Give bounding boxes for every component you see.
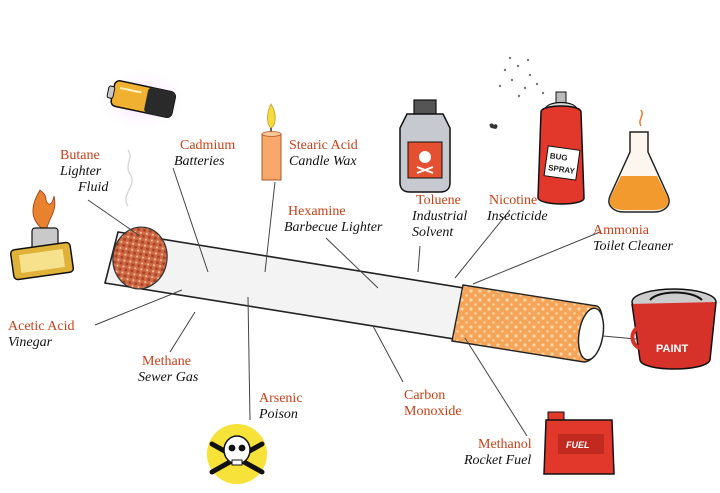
battery-icon [97, 68, 189, 132]
fly-icon [489, 123, 498, 129]
label-methane-use: Sewer Gas [138, 370, 199, 385]
label-methanol-use: Rocket Fuel [464, 453, 532, 468]
leader-toluene [417, 245, 421, 273]
label-toluene: Toluene Industrial Solvent [412, 193, 467, 241]
cigarette [104, 149, 605, 363]
cigarette-ash-tip [112, 226, 168, 290]
spray-mist [498, 56, 545, 98]
solvent-bottle-icon [399, 99, 451, 193]
skull-small-icon [416, 151, 434, 174]
label-stearic-chemical: Stearic Acid [289, 138, 358, 153]
lighter-icon [9, 189, 75, 281]
leader-arsenic [247, 296, 251, 421]
label-ammonia: Ammonia Toilet Cleaner [593, 223, 673, 255]
label-ammonia-use: Toilet Cleaner [593, 239, 673, 254]
leader-hexamine [325, 237, 379, 289]
label-toluene-chemical: Toluene [416, 193, 461, 208]
leader-methanol [464, 337, 528, 437]
label-cadmium: Cadmium Batteries [174, 138, 235, 170]
label-ammonia-chemical: Ammonia [593, 223, 649, 238]
label-hexamine-use: Barbecue Lighter [284, 220, 383, 235]
leader-stearic [264, 181, 276, 273]
paint-can-label: PAINT [656, 343, 688, 355]
label-butane-use-2: Fluid [78, 180, 109, 195]
leader-butane [87, 199, 141, 237]
label-nicotine: Nicotine Insecticide [487, 193, 548, 225]
label-carbon-monoxide: Carbon Monoxide [404, 388, 462, 420]
label-arsenic-use: Poison [259, 407, 298, 422]
label-acetic-acid: Acetic Acid Vinegar [8, 319, 74, 351]
label-cadmium-use: Batteries [174, 154, 225, 169]
fuel-can-icon: FUEL [543, 411, 615, 475]
fuel-can-label: FUEL [566, 440, 590, 450]
label-methane-chemical: Methane [142, 354, 191, 369]
candle-icon [261, 103, 282, 181]
leader-methane [169, 311, 196, 353]
label-hexamine-chemical: Hexamine [288, 204, 346, 219]
label-toluene-use-1: Industrial [412, 209, 468, 224]
leader-ammonia [472, 231, 601, 285]
bug-spray-icon: BUG SPRAY [489, 56, 585, 205]
label-methane: Methane Sewer Gas [138, 354, 198, 386]
label-stearic-use: Candle Wax [289, 154, 357, 169]
paint-can-icon: PAINT [630, 288, 717, 370]
label-methanol: Methanol Rocket Fuel [464, 437, 532, 469]
label-carbon-chemical-1: Carbon [404, 388, 446, 403]
cigarette-filter-end [577, 307, 605, 361]
label-stearic-acid: Stearic Acid Candle Wax [289, 138, 358, 170]
label-butane-use-1: Lighter [60, 164, 102, 179]
smoke-wisp [125, 149, 133, 207]
label-butane-chemical: Butane [60, 148, 100, 163]
flame-icon [32, 189, 56, 233]
leader-nicotine [454, 209, 511, 279]
label-acetic-use: Vinegar [8, 335, 53, 350]
label-toluene-use-2: Solvent [412, 225, 454, 240]
label-methanol-chemical: Methanol [478, 437, 532, 452]
leader-cadmium [172, 167, 209, 273]
label-hexamine: Hexamine Barbecue Lighter [284, 204, 382, 236]
bug-spray-line-1: BUG [549, 151, 568, 162]
flask-icon [608, 109, 670, 213]
leader-carbon [372, 325, 404, 383]
label-carbon-chemical-2: Monoxide [404, 404, 462, 419]
label-nicotine-chemical: Nicotine [489, 193, 538, 208]
label-nicotine-use: Insecticide [487, 209, 548, 224]
bug-spray-line-2: SPRAY [548, 163, 576, 176]
label-acetic-chemical: Acetic Acid [8, 319, 75, 334]
leader-acetic [94, 289, 183, 326]
label-butane: Butane Lighter Fluid [60, 148, 108, 196]
flask-fumes [639, 109, 643, 127]
skull-crossbones-icon [207, 424, 267, 484]
label-arsenic-chemical: Arsenic [259, 391, 303, 406]
label-cadmium-chemical: Cadmium [180, 138, 236, 153]
label-arsenic: Arsenic Poison [259, 391, 303, 423]
